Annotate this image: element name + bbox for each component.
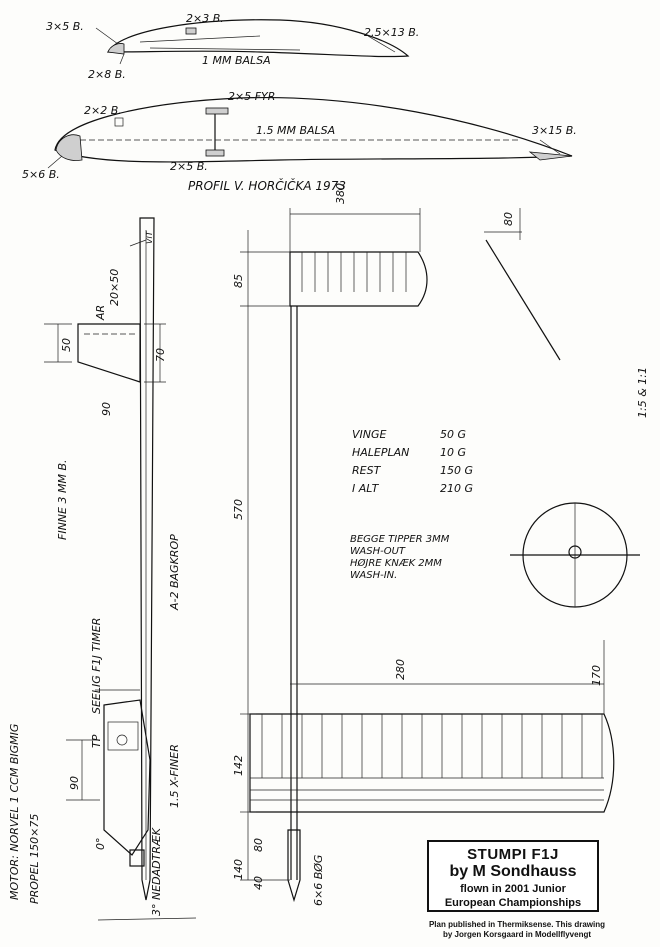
weight-value: 50 G bbox=[440, 428, 466, 441]
label-fin: FINNE 3 MM B. bbox=[56, 460, 69, 541]
label-fin-ar: AR bbox=[94, 305, 107, 321]
label-fins: 1.5 X-FINER bbox=[168, 744, 181, 808]
note-line: WASH-OUT bbox=[350, 546, 406, 557]
dim-fin-top: 50 bbox=[60, 338, 73, 352]
weights-table: VINGE 50 G HALEPLAN 10 G REST 150 G I AL… bbox=[352, 428, 473, 495]
label-te-wing: 3×15 B. bbox=[532, 124, 577, 137]
label-vit: VIT bbox=[145, 230, 154, 244]
dim-nose-a: 80 bbox=[252, 838, 265, 852]
label-te-top: 2.5×13 B. bbox=[364, 26, 419, 39]
tail-profile bbox=[95, 19, 410, 65]
top-view bbox=[240, 208, 640, 903]
label-spar-box: 2×5 FYR bbox=[228, 90, 275, 103]
label-spar-le-top: 3×5 B. bbox=[46, 20, 84, 33]
dim-dihedral: 80 bbox=[502, 212, 515, 226]
credit-line-2: by Jorgen Korsgaard in Modellflyvengt bbox=[442, 930, 592, 939]
credit-note: Plan published in Thermiksense. This dra… bbox=[392, 920, 642, 940]
wing-profile bbox=[47, 97, 573, 169]
label-spar-le-wing: 2×2 B. bbox=[84, 104, 122, 117]
label-spar-top: 2×3 B. bbox=[186, 12, 224, 25]
label-sheet-1mm: 1 MM BALSA bbox=[202, 54, 271, 67]
weight-value: 150 G bbox=[440, 464, 473, 477]
label-le-wing: 5×6 B. bbox=[22, 168, 60, 181]
dim-tail-span: 380 bbox=[334, 183, 347, 204]
weight-name: REST bbox=[352, 464, 382, 477]
title-author: by M Sondhauss bbox=[449, 863, 577, 880]
label-tp: TP bbox=[90, 734, 103, 748]
weight-name: I ALT bbox=[352, 482, 380, 495]
dim-wing-chord: 142 bbox=[232, 755, 245, 776]
label-timer: SEELIG F1J TIMER bbox=[90, 618, 103, 714]
weight-value: 10 G bbox=[440, 446, 466, 459]
label-le-bottom: 2×8 B. bbox=[88, 68, 126, 81]
weight-name: VINGE bbox=[352, 428, 387, 441]
label-dt: 3° NEDADTRÆK bbox=[150, 827, 163, 916]
dim-fin-height: 70 bbox=[154, 348, 167, 362]
dim-nose-b: 40 bbox=[252, 876, 265, 890]
label-sheet-15mm: 1.5 MM BALSA bbox=[256, 124, 335, 137]
label-downthrust: 0° bbox=[94, 838, 107, 851]
label-bog: 6×6 BØG bbox=[312, 855, 325, 906]
label-spar-bottom: 2×5 B. bbox=[170, 160, 208, 173]
side-view bbox=[44, 217, 197, 921]
labels: 3×5 B. 2×3 B. 2.5×13 B. 2×8 B. 1 MM BALS… bbox=[8, 12, 649, 916]
credit-line-1: Plan published in Thermiksense. This dra… bbox=[428, 920, 606, 929]
title-block: STUMPI F1J by M Sondhauss flown in 2001 … bbox=[427, 840, 599, 912]
label-prop: PROPEL 150×75 bbox=[28, 814, 41, 904]
dim-wing-offset: 170 bbox=[590, 665, 603, 686]
weight-name: HALEPLAN bbox=[352, 446, 409, 459]
dim-wing-span: 280 bbox=[394, 659, 407, 680]
dim-timer: 90 bbox=[68, 776, 81, 790]
title-flown: flown in 2001 Junior bbox=[460, 883, 566, 895]
weight-value: 210 G bbox=[440, 482, 473, 495]
label-motor: MOTOR: NORVEL 1 CCM BIGMIG bbox=[8, 724, 21, 900]
note-line: HØJRE KNÆK 2MM bbox=[350, 557, 442, 569]
note-line: WASH-IN. bbox=[350, 570, 397, 581]
dim-fin-section: 20×50 bbox=[108, 269, 121, 306]
note-line: BEGGE TIPPER 3MM bbox=[350, 534, 450, 545]
dim-tail-chord: 85 bbox=[232, 274, 245, 288]
profile-caption: PROFIL V. HORČIČKA 1973 bbox=[188, 178, 346, 193]
label-scale: 1:5 & 1:1 bbox=[636, 367, 649, 418]
notes: BEGGE TIPPER 3MM WASH-OUT HØJRE KNÆK 2MM… bbox=[350, 534, 450, 581]
dim-nose-total: 140 bbox=[232, 859, 245, 880]
dim-fuselage: 570 bbox=[232, 499, 245, 520]
title-model: STUMPI F1J bbox=[467, 846, 559, 863]
dim-fin-base: 90 bbox=[100, 402, 113, 416]
title-event: European Championships bbox=[444, 897, 582, 909]
label-boom: A-2 BAGKROP bbox=[168, 534, 181, 611]
